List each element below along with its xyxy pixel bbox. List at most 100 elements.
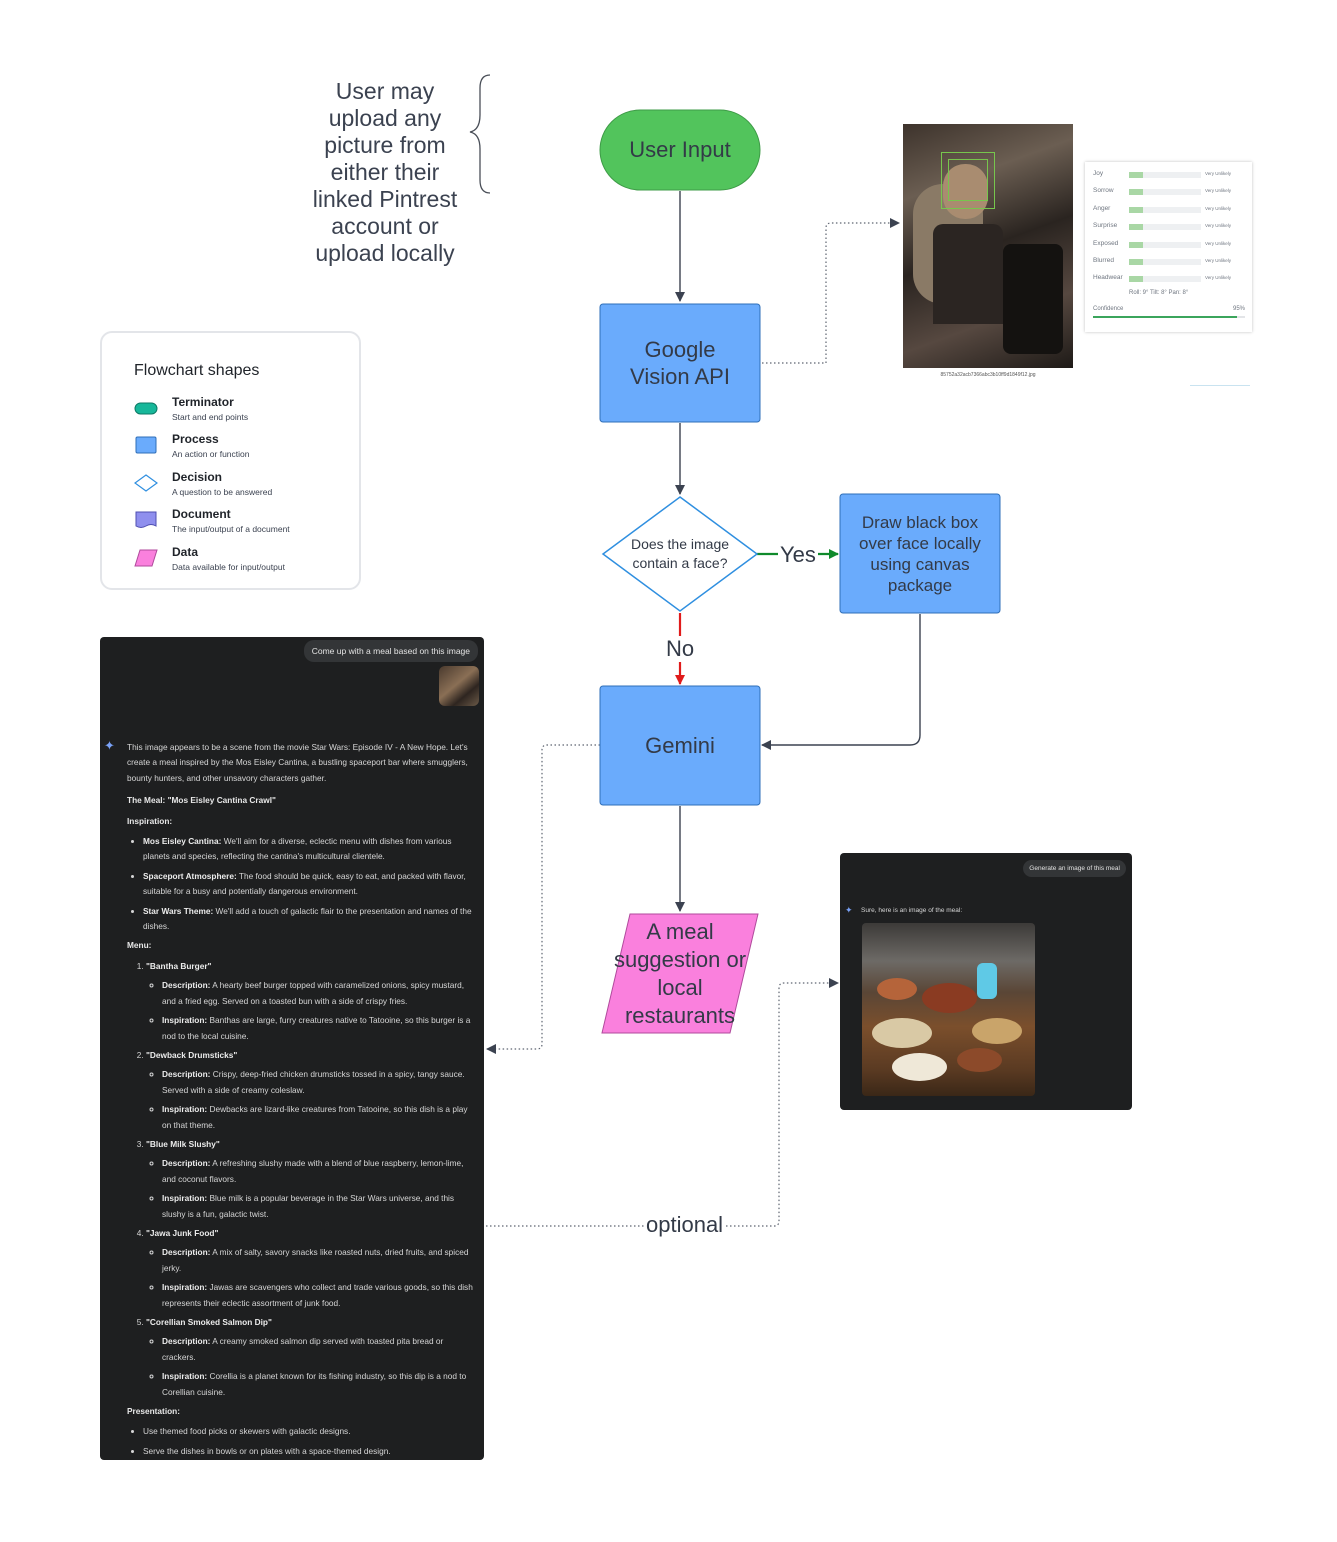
data-icon xyxy=(134,549,158,567)
response-intro: This image appears to be a scene from th… xyxy=(127,742,468,783)
menu-title: Menu: xyxy=(127,940,152,951)
inspiration-title: Inspiration: xyxy=(127,815,173,826)
legend-desc: An action or function xyxy=(172,449,250,459)
terminator-user-input xyxy=(599,109,761,191)
menu-item-inspiration: Inspiration: Banthas are large, furry cr… xyxy=(162,1013,479,1044)
edge-vision-to-photo xyxy=(762,218,900,364)
process-vision-api xyxy=(599,303,761,423)
edge-no-label: No xyxy=(664,636,697,662)
gemini-label: Gemini xyxy=(645,732,715,758)
vision-row-value: Very Unlikely xyxy=(1205,275,1232,281)
legend-item-document: Document The input/output of a document xyxy=(134,507,354,541)
image-reply-text: Sure, here is an image of the meal: xyxy=(861,907,963,914)
likelihood-bar xyxy=(1129,259,1144,265)
vision-row-value: Very Unlikely xyxy=(1205,258,1232,263)
legend-desc: A question to be answered xyxy=(172,487,273,497)
vision-row-label: Joy xyxy=(1093,170,1104,177)
legend-desc: Start and end points xyxy=(172,412,249,422)
likelihood-bar xyxy=(1129,206,1144,213)
gemini-response: This image appears to be a scene from th… xyxy=(127,740,479,1460)
terminator-icon xyxy=(134,402,158,415)
presentation-item: Serve the dishes in bowls or on plates w… xyxy=(143,1444,479,1459)
legend-name: Terminator xyxy=(172,395,234,409)
vision-row-joy: Joy Very Unlikely xyxy=(1093,168,1245,180)
likelihood-track xyxy=(1129,189,1201,196)
user-prompt-bubble: Come up with a meal based on this image xyxy=(303,640,478,662)
gemini-sparkle-icon: ✦ xyxy=(845,905,853,915)
menu-item-description: Description: A creamy smoked salmon dip … xyxy=(162,1334,479,1365)
inspiration-item: Spaceport Atmosphere: The food should be… xyxy=(143,869,479,900)
gemini-chat-panel: Come up with a meal based on this image … xyxy=(100,637,484,1460)
document-icon xyxy=(135,511,157,528)
likelihood-track xyxy=(1129,172,1201,178)
data-output xyxy=(601,913,759,1034)
presentation-title: Presentation: xyxy=(127,1406,181,1417)
edge-blackbox-to-gemini xyxy=(761,614,921,750)
legend-item-process: Process An action or function xyxy=(134,432,354,466)
vision-row-headwear: Headwear Very Unlikely xyxy=(1093,272,1245,284)
likelihood-track xyxy=(1129,224,1201,231)
legend-name: Process xyxy=(172,432,219,446)
vision-row-value: Very Unlikely xyxy=(1205,240,1232,246)
vision-photo xyxy=(903,124,1073,368)
menu-item-description: Description: A hearty beef burger topped… xyxy=(162,978,479,1009)
legend-name: Decision xyxy=(172,470,223,484)
output-label: A meal suggestion or local restaurants xyxy=(613,918,747,1028)
likelihood-bar xyxy=(1129,241,1144,248)
vision-row-label: Headwear xyxy=(1093,274,1123,282)
likelihood-bar xyxy=(1129,189,1144,196)
likelihood-track xyxy=(1129,241,1201,248)
vision-row-value: Very Unlikely xyxy=(1205,171,1232,176)
vision-row-label: Exposed xyxy=(1093,239,1119,247)
decision-icon xyxy=(134,474,158,492)
vision-confidence: Confidence 95% xyxy=(1093,306,1245,320)
menu-item: "Dewback Drumsticks"Description: Crispy,… xyxy=(146,1048,479,1133)
presentation-list: Use themed food picks or skewers with ga… xyxy=(127,1424,479,1459)
menu-item: "Jawa Junk Food"Description: A mix of sa… xyxy=(146,1226,479,1311)
legend-desc: Data available for input/output xyxy=(172,562,285,572)
vision-row-value: Very Unlikely xyxy=(1205,188,1232,194)
legend-title: Flowchart shapes xyxy=(134,362,260,379)
face-landmark-box xyxy=(948,159,988,201)
menu-item: "Bantha Burger"Description: A hearty bee… xyxy=(146,959,479,1044)
gemini-sparkle-icon: ✦ xyxy=(104,738,115,753)
confidence-label: Confidence xyxy=(1093,306,1124,312)
likelihood-bar xyxy=(1129,276,1144,283)
confidence-value: 95% xyxy=(1232,306,1245,312)
process-icon xyxy=(135,436,157,454)
vision-row-value: Very Unlikely xyxy=(1205,205,1232,211)
process-black-box xyxy=(839,493,1001,614)
legend-item-terminator: Terminator Start and end points xyxy=(134,395,354,429)
inspiration-item: Star Wars Theme: We'll add a touch of ga… xyxy=(143,904,479,935)
likelihood-bar xyxy=(1129,224,1144,231)
image-generation-panel: Generate an image of this meal ✦ Sure, h… xyxy=(840,853,1132,1110)
decision-label: Does the image contain a face? xyxy=(630,536,730,571)
divider xyxy=(1190,385,1250,386)
decision-face xyxy=(601,496,759,612)
edge-optional xyxy=(486,978,839,1227)
menu-item-description: Description: Crispy, deep-fried chicken … xyxy=(162,1067,479,1098)
brace xyxy=(469,74,491,194)
legend-desc: The input/output of a document xyxy=(172,524,290,534)
vision-row-blurred: Blurred Very Unlikely xyxy=(1093,255,1245,267)
face-detection-box xyxy=(941,152,995,209)
edge-optional-label: optional xyxy=(644,1212,726,1238)
vision-row-sorrow: Sorrow Very Unlikely xyxy=(1093,185,1245,197)
vision-row-label: Surprise xyxy=(1093,222,1118,230)
black-box-label: Draw black box over face locally using c… xyxy=(859,512,981,595)
likelihood-track xyxy=(1129,206,1201,213)
likelihood-track xyxy=(1129,259,1201,265)
menu-item: "Blue Milk Slushy"Description: A refresh… xyxy=(146,1137,479,1222)
legend-item-data: Data Data available for input/output xyxy=(134,545,354,579)
vision-row-label: Sorrow xyxy=(1093,187,1114,195)
edge-gemini-to-chat xyxy=(486,744,600,1054)
generated-meal-image xyxy=(862,923,1035,1096)
vision-row-label: Blurred xyxy=(1093,257,1114,264)
inspiration-list: Mos Eisley Cantina: We'll aim for a dive… xyxy=(127,834,479,934)
legend-name: Data xyxy=(172,545,199,559)
menu-item-inspiration: Inspiration: Corellia is a planet known … xyxy=(162,1369,479,1400)
confidence-bar xyxy=(1093,316,1238,318)
